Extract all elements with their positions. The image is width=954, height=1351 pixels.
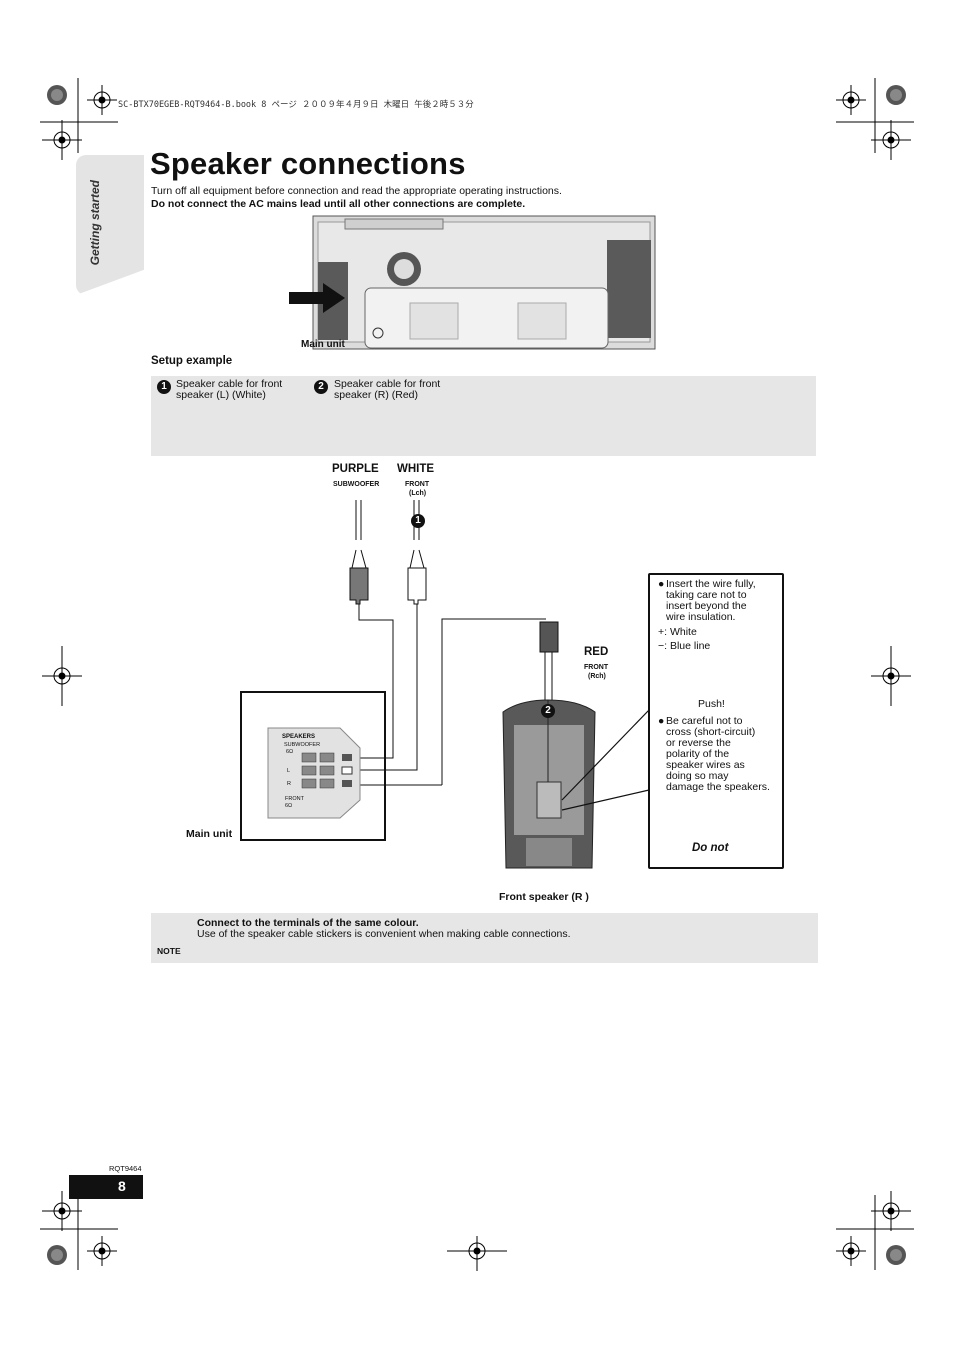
plus-white-text: +: White [658,626,697,638]
panel-l-label: L [287,768,291,774]
cable-2-line2: speaker (R) (Red) [334,389,419,401]
section-tab [76,155,144,295]
document-code: RQT9464 [109,1164,142,1173]
white-label: WHITE [397,463,435,475]
info-box [648,573,784,869]
callout-2: 2 [541,704,555,718]
cable-1-line2: speaker (L) (White) [176,389,266,401]
cable-2-line1: Speaker cable for front [334,378,441,390]
info-b2-line: cross (short-circuit) [666,726,756,738]
purple-label: PURPLE [332,463,379,475]
info-b2-line: doing so may [666,770,729,782]
intro-warning: Do not connect the AC mains lead until a… [151,198,526,210]
cable-2-number: 2 [314,380,328,394]
front-lch-label-2: (Lch) [409,490,427,497]
info-b1-line: Insert the wire fully, [666,578,756,590]
front-speaker-label: Front speaker (R ) [499,891,589,903]
registration-marks [42,85,911,1271]
info-b2-line: or reverse the [666,737,731,749]
page-number: 8 [118,1178,126,1194]
main-unit-label: Main unit [186,828,233,840]
panel-box [240,691,386,841]
note-label: NOTE [157,946,181,956]
front-lch-label-1: FRONT [405,481,430,488]
front-speaker-illustration [502,699,650,869]
info-b1-line: wire insulation. [666,611,736,623]
info-b2-line: speaker wires as [666,759,745,771]
panel-front-label: FRONT [285,796,304,802]
cable-2-label: Speaker cable for front speaker (R) (Red… [334,379,440,401]
bullet-dot: ● [658,578,665,590]
note-bold: Connect to the terminals of the same col… [197,917,419,929]
section-tab-label: Getting started [88,180,102,266]
cable-1-line1: Speaker cable for front [176,378,283,390]
info-b1-line: taking care not to [666,589,747,601]
do-not-label: Do not [692,842,729,854]
front-rch-label-1: FRONT [584,664,609,671]
page-number-box [69,1175,143,1199]
info-bullet-1: ● [658,579,664,590]
info-b1-line: insert beyond the [666,600,747,612]
info-bullet-2-text: Be careful not to cross (short-circuit) … [666,716,770,793]
setup-heading: Setup example [151,355,233,367]
info-bullet-1-text: Insert the wire fully, taking care not t… [666,579,756,623]
callout-1: 1 [411,514,425,528]
front-rch-label-2: (Rch) [588,673,606,680]
panel-front-ohm: 6Ω [285,803,293,809]
panel-speakers-label: SPEAKERS [282,734,316,740]
top-main-unit-label: Main unit [301,339,345,350]
book-header-line: SC-BTX70EGEB-RQT9464-B.book 8 ページ ２００９年４… [118,100,474,110]
cable-1-label: Speaker cable for front speaker (L) (Whi… [176,379,282,401]
setup-example-box [151,376,816,456]
page-title: Speaker connections [150,146,466,181]
crop-marks [40,78,914,1270]
cable-1-number: 1 [157,380,171,394]
intro-text: Turn off all equipment before connection… [151,185,562,197]
color-targets [47,85,906,1265]
info-b2-line: polarity of the [666,748,730,760]
panel-r-label: R [287,781,291,787]
note-box [151,913,818,963]
info-b2-line: Be careful not to [666,715,743,727]
info-b2-line: damage the speakers. [666,781,770,793]
note-text: Use of the speaker cable stickers is con… [197,928,571,940]
main-unit-illustration [289,215,656,350]
panel-subwoofer-label: SUBWOOFER [284,742,321,748]
info-bullet-2: ● [658,715,665,727]
subwoofer-label: SUBWOOFER [333,481,380,488]
panel-sub-ohm: 6Ω [286,749,294,755]
minus-blue-text: −: Blue line [658,640,711,652]
red-label: RED [584,646,609,658]
push-text: Push! [698,698,725,710]
